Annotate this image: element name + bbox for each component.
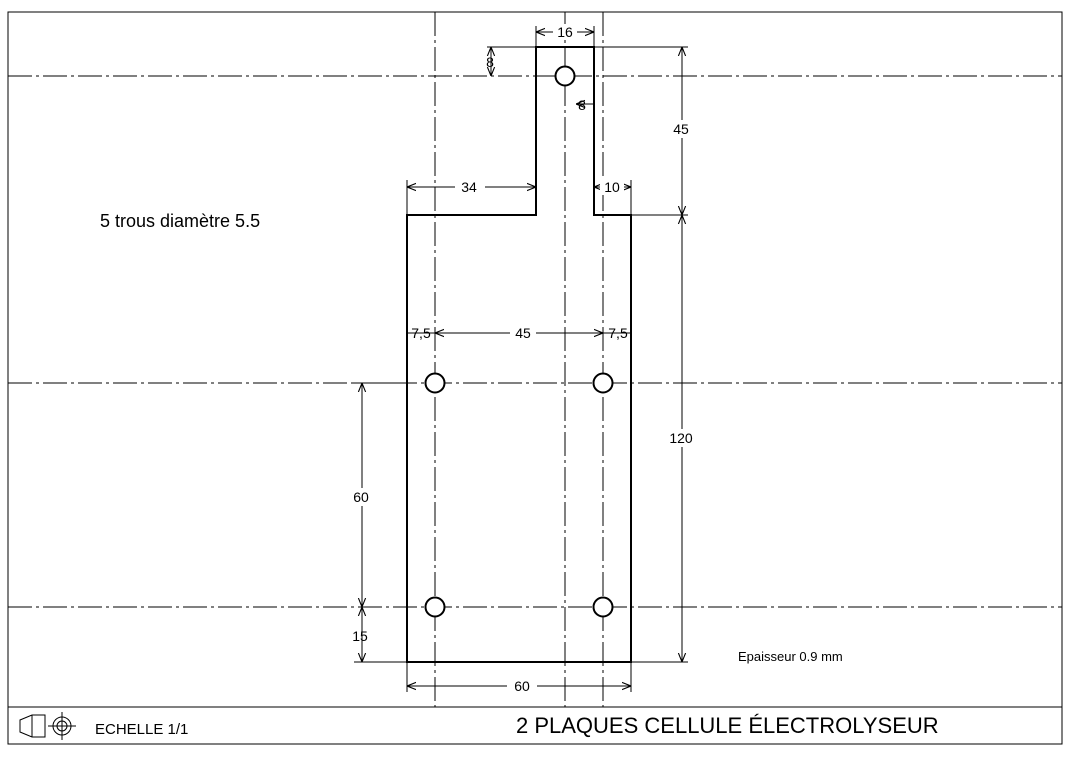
dim-body-width: 60 <box>514 678 530 694</box>
dimension-lines <box>362 32 682 686</box>
dim-tab-height: 45 <box>673 121 689 137</box>
dim-right-shoulder: 10 <box>604 179 620 195</box>
dimension-values: 16 8 8 45 34 10 7,5 45 7,5 120 60 15 60 <box>352 24 693 694</box>
hole-lower-right <box>592 596 614 618</box>
dim-right-hole-offset: 7,5 <box>608 325 628 341</box>
dim-tab-hole-from-top: 8 <box>486 54 494 70</box>
projection-symbol-icon <box>19 712 76 740</box>
thickness-note: Epaisseur 0.9 mm <box>738 649 843 664</box>
holes <box>424 65 614 618</box>
scale-label: ECHELLE 1/1 <box>95 721 188 738</box>
hole-upper-left <box>424 372 446 394</box>
label-backgrounds <box>349 24 697 694</box>
dim-hole-spacing-vertical: 60 <box>353 489 369 505</box>
dim-tab-hole-from-right: 8 <box>578 97 586 113</box>
holes-note: 5 trous diamètre 5.5 <box>100 211 260 231</box>
dim-bottom-hole-offset: 15 <box>352 628 368 644</box>
dim-left-hole-offset: 7,5 <box>411 325 431 341</box>
dim-left-shoulder: 34 <box>461 179 477 195</box>
drawing-title: 2 PLAQUES CELLULE ÉLECTROLYSEUR <box>516 713 939 738</box>
dim-tab-width: 16 <box>557 24 573 40</box>
plate-outline <box>406 46 632 663</box>
hole-upper-right <box>592 372 614 394</box>
dim-hole-spacing-horizontal: 45 <box>515 325 531 341</box>
extension-lines <box>354 26 688 692</box>
sheet-border <box>7 11 1063 745</box>
hole-lower-left <box>424 596 446 618</box>
hole-tab <box>554 65 576 87</box>
dim-body-height: 120 <box>669 430 693 446</box>
center-lines <box>8 12 1062 707</box>
